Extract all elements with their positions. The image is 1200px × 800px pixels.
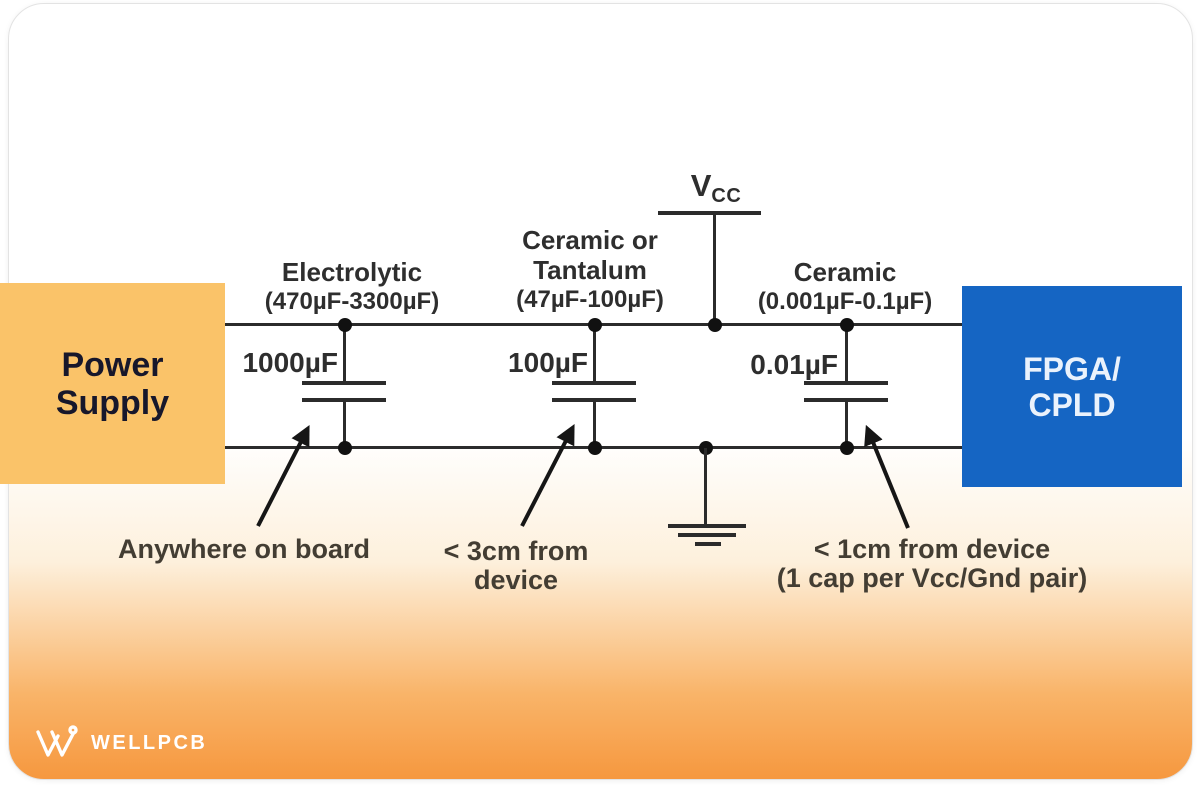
power-supply-label-line2: Supply xyxy=(55,383,170,422)
note-cap3: < 1cm from device (1 cap per Vcc/Gnd pai… xyxy=(776,534,1088,593)
vcc-stem xyxy=(713,213,716,326)
cap1-top-plate xyxy=(302,381,386,385)
fpga-label-line1: FPGA/ xyxy=(1023,350,1121,387)
brand-logo: WELLPCB xyxy=(34,724,207,762)
cap3-top-dot xyxy=(840,318,854,332)
cap2-top-plate xyxy=(552,381,636,385)
cap3-header: Ceramic (0.001µF-0.1µF) xyxy=(757,257,933,315)
cap2-bottom-stem xyxy=(593,401,596,447)
vcc-bar xyxy=(658,211,761,215)
cap2-header: Ceramic or Tantalum (47µF-100µF) xyxy=(516,225,664,313)
vcc-label: VCC xyxy=(690,168,742,207)
note-cap1: Anywhere on board xyxy=(117,534,371,564)
cap2-top-stem xyxy=(593,325,596,383)
vcc-junction-dot xyxy=(708,318,722,332)
cap3-value: 0.01µF xyxy=(750,349,838,380)
cap1-bottom-dot xyxy=(338,441,352,455)
ground-bar-2 xyxy=(678,533,736,537)
ground-bar-1 xyxy=(668,524,746,528)
cap2-bottom-dot xyxy=(588,441,602,455)
power-supply-box: Power Supply xyxy=(0,283,225,484)
cap3-top-plate xyxy=(804,381,888,385)
brand-logo-text: WELLPCB xyxy=(91,731,208,754)
cap1-header: Electrolytic (470µF-3300µF) xyxy=(264,257,440,315)
cap1-bottom-plate xyxy=(302,398,386,402)
wellpcb-w-icon xyxy=(36,725,78,757)
cap1-bottom-stem xyxy=(343,401,346,447)
cap2-top-dot xyxy=(588,318,602,332)
cap3-bottom-plate xyxy=(804,398,888,402)
ground-stem xyxy=(704,448,707,526)
note-cap2: < 3cm from device xyxy=(443,536,589,595)
cap1-value: 1000µF xyxy=(242,347,338,378)
cap1-top-dot xyxy=(338,318,352,332)
ground-bar-3 xyxy=(695,542,721,546)
cap1-top-stem xyxy=(343,325,346,383)
cap2-bottom-plate xyxy=(552,398,636,402)
fpga-cpld-box: FPGA/ CPLD xyxy=(962,286,1182,487)
cap3-top-stem xyxy=(845,325,848,383)
fpga-label-line2: CPLD xyxy=(1028,386,1116,423)
cap2-value: 100µF xyxy=(508,347,588,378)
cap3-bottom-stem xyxy=(845,401,848,447)
power-supply-label-line1: Power xyxy=(61,345,164,384)
cap3-bottom-dot xyxy=(840,441,854,455)
